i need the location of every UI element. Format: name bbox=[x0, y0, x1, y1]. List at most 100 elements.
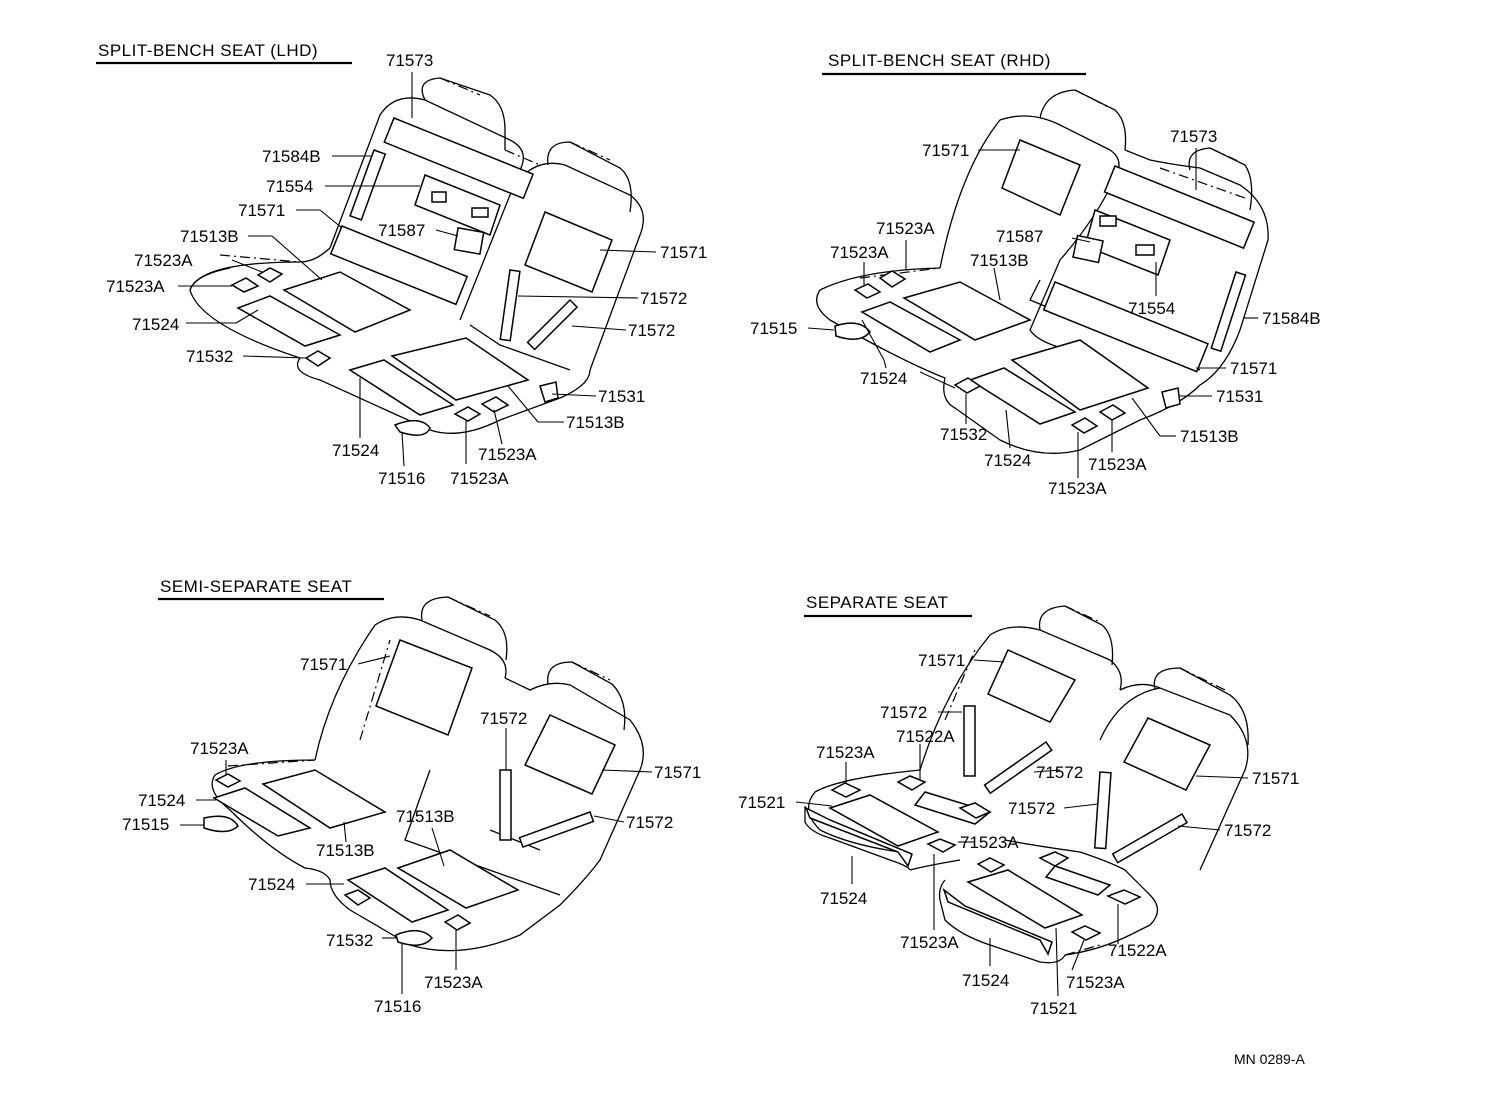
pad-71524 bbox=[942, 887, 1053, 956]
pad-71513b bbox=[396, 849, 520, 909]
slot-icon bbox=[1099, 215, 1117, 227]
callout-label: 71572 bbox=[1036, 763, 1083, 782]
callout-label: 71554 bbox=[266, 177, 313, 196]
pad-71522a bbox=[958, 802, 992, 819]
callout-label: 71572 bbox=[628, 321, 675, 340]
callout-label: 71572 bbox=[480, 709, 527, 728]
callout-label: 71523A bbox=[190, 739, 249, 758]
seat-outline bbox=[189, 77, 644, 434]
pad-71532 bbox=[343, 889, 372, 906]
pad-71524 bbox=[968, 367, 1077, 425]
callout-label: 71521 bbox=[738, 793, 785, 812]
pad-71573 bbox=[383, 117, 535, 200]
callout-label: 71523A bbox=[1048, 479, 1107, 498]
pad-71571 bbox=[329, 225, 469, 306]
pad-71584b bbox=[1210, 271, 1247, 353]
pad-71572 bbox=[499, 269, 521, 342]
pad-71523a bbox=[878, 270, 907, 288]
callout-label: 71516 bbox=[374, 997, 421, 1016]
callout-label: 71572 bbox=[640, 289, 687, 308]
callout-labels: 71571 71573 71523A 71587 71523A 71513B 7… bbox=[750, 127, 1321, 498]
pad-71515 bbox=[203, 815, 239, 833]
pad-71522a bbox=[1038, 851, 1070, 867]
callout-label: 71515 bbox=[750, 319, 797, 338]
callout-label: 71531 bbox=[598, 387, 645, 406]
callout-label: 71524 bbox=[132, 315, 179, 334]
pad-71572 bbox=[499, 769, 512, 841]
view-title-separate: SEPARATE SEAT bbox=[806, 593, 949, 612]
callout-label: 71584B bbox=[262, 147, 321, 166]
callout-label: 71523A bbox=[1088, 455, 1147, 474]
seat-outline bbox=[211, 596, 644, 952]
pad-71571 bbox=[1122, 717, 1212, 791]
seat-parts bbox=[834, 139, 1256, 434]
pad-71532 bbox=[304, 350, 332, 367]
pad-71531 bbox=[1161, 387, 1181, 409]
callout-label: 71523A bbox=[106, 277, 165, 296]
pad-71572 bbox=[518, 811, 595, 849]
pad-71523a bbox=[830, 782, 862, 798]
view-title-rhd: SPLIT-BENCH SEAT (RHD) bbox=[828, 51, 1051, 70]
callout-label: 71513B bbox=[566, 413, 625, 432]
view-title-semi: SEMI-SEPARATE SEAT bbox=[160, 577, 352, 596]
callout-label: 71571 bbox=[1230, 359, 1277, 378]
callout-label: 71571 bbox=[1252, 769, 1299, 788]
callout-label: 71524 bbox=[984, 451, 1031, 470]
pad-71523a bbox=[1098, 404, 1127, 421]
pad-71573 bbox=[1103, 165, 1256, 250]
pad-71524 bbox=[346, 867, 450, 923]
callout-label: 71524 bbox=[332, 441, 379, 460]
callout-label: 71572 bbox=[880, 703, 927, 722]
callout-label: 71513B bbox=[396, 807, 455, 826]
callout-label: 71524 bbox=[962, 971, 1009, 990]
pad-71516 bbox=[393, 419, 431, 436]
leader-lines bbox=[180, 655, 653, 994]
pad-71523a bbox=[480, 396, 510, 413]
callout-labels: 71571 71572 71522A 71523A 71572 71521 71… bbox=[738, 651, 1299, 1018]
pad-71513b bbox=[902, 281, 1032, 341]
callout-label: 71532 bbox=[326, 931, 373, 950]
pad-71516 bbox=[395, 929, 433, 946]
pad-71524 bbox=[804, 806, 913, 868]
pad-71521 bbox=[966, 869, 1084, 929]
callout-label: 71522A bbox=[896, 727, 955, 746]
callout-label: 71524 bbox=[820, 889, 867, 908]
callout-label: 71571 bbox=[660, 243, 707, 262]
callout-label: 71521 bbox=[1030, 999, 1077, 1018]
pad-71523a bbox=[1070, 925, 1102, 941]
seat-parts bbox=[230, 117, 613, 436]
callout-label: 71532 bbox=[940, 425, 987, 444]
pad-71524 bbox=[236, 295, 342, 347]
pad-71522a bbox=[1044, 865, 1112, 896]
callout-label: 71513B bbox=[1180, 427, 1239, 446]
pad-71572 bbox=[1093, 771, 1112, 850]
callout-label: 71571 bbox=[918, 651, 965, 670]
pad-71531 bbox=[539, 381, 559, 403]
callout-label: 71515 bbox=[122, 815, 169, 834]
slot-icon bbox=[471, 207, 489, 218]
pad-71513b bbox=[1010, 339, 1150, 411]
callout-label: 71524 bbox=[138, 791, 185, 810]
view-split-bench-lhd: SPLIT-BENCH SEAT (LHD) bbox=[96, 41, 707, 488]
callout-label: 71573 bbox=[386, 51, 433, 70]
pad-71513b bbox=[390, 337, 530, 401]
callout-label: 71524 bbox=[860, 369, 907, 388]
callout-label: 71572 bbox=[626, 813, 673, 832]
callout-label: 71532 bbox=[186, 347, 233, 366]
callout-label: 71522A bbox=[1108, 941, 1167, 960]
pad-71571 bbox=[1001, 139, 1081, 217]
pad-71523a bbox=[976, 857, 1006, 873]
pad-71571 bbox=[987, 649, 1077, 723]
pad-71584b bbox=[349, 149, 387, 221]
leader-lines bbox=[795, 659, 1249, 997]
callout-label: 71572 bbox=[1008, 799, 1055, 818]
pad-71571-right bbox=[524, 211, 613, 293]
pad-71515 bbox=[834, 322, 871, 340]
callout-labels: 71571 71572 71523A 71571 71524 71515 715… bbox=[122, 655, 701, 1016]
seat-outline bbox=[804, 605, 1249, 964]
callout-label: 71587 bbox=[378, 221, 425, 240]
pad-71587 bbox=[1072, 234, 1104, 264]
callout-label: 71523A bbox=[830, 243, 889, 262]
view-split-bench-rhd: SPLIT-BENCH SEAT (RHD) bbox=[750, 51, 1321, 498]
